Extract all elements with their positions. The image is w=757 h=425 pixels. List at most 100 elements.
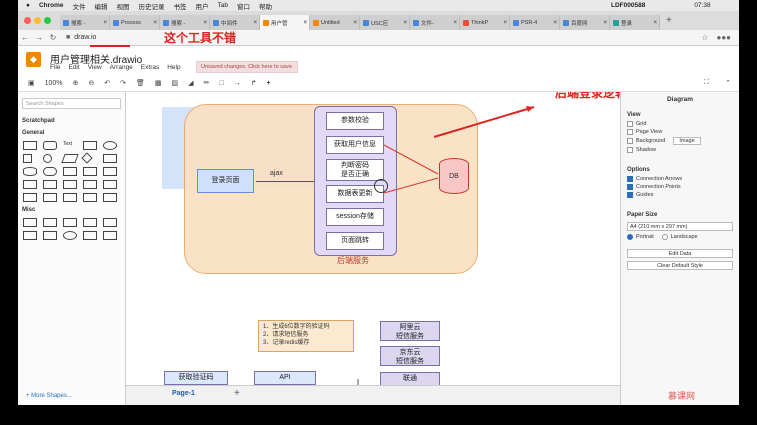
shape-text[interactable]: Text <box>63 141 73 147</box>
bookmark-star-icon[interactable]: ☆ <box>701 33 709 42</box>
fullscreen-icon[interactable]: ⛶ <box>704 79 710 86</box>
new-tab-icon[interactable]: + <box>666 15 672 26</box>
url-field[interactable]: ■ draw.io <box>66 32 266 44</box>
checkbox-checked[interactable] <box>627 184 633 190</box>
tab-close-icon[interactable]: × <box>103 19 107 26</box>
shape-tape[interactable] <box>83 180 97 189</box>
tab-close-icon[interactable]: × <box>253 19 257 26</box>
misc-shape-9[interactable] <box>83 231 97 240</box>
shape-hexagon[interactable] <box>103 154 117 163</box>
ajax-connector[interactable] <box>256 181 314 182</box>
option-grid[interactable]: Grid <box>621 120 739 128</box>
minimize-window-icon[interactable] <box>34 17 41 24</box>
checkbox-checked[interactable] <box>627 176 633 182</box>
shape-step[interactable] <box>23 180 37 189</box>
mac-menu-history[interactable]: 历史记录 <box>138 3 165 11</box>
forward-icon[interactable]: → <box>35 33 43 42</box>
shape-circle[interactable] <box>43 154 52 163</box>
mac-menu-edit[interactable]: 编辑 <box>94 3 108 11</box>
mac-menu-user[interactable]: 用户 <box>195 3 209 11</box>
page-tab[interactable]: Page-1 <box>172 390 195 397</box>
shadow-icon[interactable]: □ <box>219 79 224 87</box>
apple-icon[interactable]: ● <box>26 2 30 9</box>
option-page-view[interactable]: Page View <box>621 128 739 136</box>
zoom-level[interactable]: 100% <box>44 79 63 87</box>
radio-landscape[interactable] <box>661 234 668 240</box>
zoom-out-icon[interactable]: ⊖ <box>88 80 95 87</box>
mac-menu-chrome[interactable]: Chrome <box>38 2 64 9</box>
tab-1[interactable]: Process× <box>110 15 160 30</box>
tab-2[interactable]: 搜索 -× <box>160 15 210 30</box>
sms-aliyun[interactable]: 阿里云 短信服务 <box>380 321 440 341</box>
shape-arrow-right[interactable] <box>83 193 97 202</box>
mac-menu-file[interactable]: 文件 <box>72 3 86 11</box>
misc-shape-6[interactable] <box>23 231 37 240</box>
shape-line[interactable] <box>103 193 117 202</box>
shape-actor[interactable] <box>43 193 57 202</box>
insert-icon[interactable]: + <box>266 79 271 87</box>
shape-ellipse[interactable] <box>103 141 117 150</box>
shape-process[interactable] <box>83 167 97 176</box>
to-back-icon[interactable]: ▨ <box>171 80 179 87</box>
tab-close-icon[interactable]: × <box>553 19 557 26</box>
add-page-icon[interactable]: + <box>234 388 240 399</box>
sms-jdcloud[interactable]: 京东云 短信服务 <box>380 346 440 366</box>
more-shapes-link[interactable]: + More Shapes... <box>26 393 72 399</box>
verification-note[interactable]: 1、生成6位数字的验证码 2、请求短信服务 3、记录redis缓存 <box>258 320 354 352</box>
get-code-box[interactable]: 获取验证码 <box>164 371 228 385</box>
file-title[interactable]: 用户管理相关.drawio <box>50 55 143 66</box>
shape-rectangle[interactable] <box>23 141 37 150</box>
tab-10[interactable]: 百度网× <box>560 15 610 30</box>
option-connection-points[interactable]: Connection Points <box>621 183 739 191</box>
misc-shape-7[interactable] <box>43 231 57 240</box>
mac-menu-help[interactable]: 帮助 <box>258 3 272 11</box>
shape-note[interactable] <box>103 180 117 189</box>
background-image-button[interactable]: Image <box>673 137 701 145</box>
tab-close-icon[interactable]: × <box>403 19 407 26</box>
login-page-box[interactable]: 登录页面 <box>197 169 254 193</box>
step-check-password[interactable]: 判断密码 是否正确 <box>326 159 384 181</box>
shape-document[interactable] <box>63 167 77 176</box>
section-misc[interactable]: Misc <box>22 207 36 213</box>
search-shapes-input[interactable]: Search Shapes <box>22 98 121 109</box>
menu-view[interactable]: View <box>87 64 102 71</box>
shape-square[interactable] <box>23 154 32 163</box>
shape-callout[interactable] <box>63 180 77 189</box>
misc-shape-3[interactable] <box>63 218 77 227</box>
sms-unicom[interactable]: 联通 <box>380 372 440 385</box>
step-update-table[interactable]: 数据表更新 <box>326 185 384 203</box>
collapse-icon[interactable]: ⌃ <box>725 80 731 87</box>
mac-menu-bookmarks[interactable]: 书签 <box>173 3 187 11</box>
shape-rounded-rect[interactable] <box>43 141 57 150</box>
edit-data-button[interactable]: Edit Data <box>627 249 733 258</box>
tab-close-icon[interactable]: × <box>203 19 207 26</box>
section-scratchpad[interactable]: Scratchpad <box>22 118 55 124</box>
tab-3[interactable]: 中间件× <box>210 15 260 30</box>
shape-parallelogram[interactable] <box>61 154 79 163</box>
maximize-window-icon[interactable] <box>44 17 51 24</box>
zoom-in-icon[interactable]: ⊕ <box>72 80 79 87</box>
tab-11[interactable]: 登录× <box>610 15 660 30</box>
redo-icon[interactable]: ↷ <box>120 80 127 87</box>
checkbox-checked[interactable] <box>627 192 633 198</box>
option-guides[interactable]: Guides <box>621 191 739 199</box>
reload-icon[interactable]: ↻ <box>49 33 57 42</box>
shape-cylinder[interactable] <box>23 167 37 176</box>
section-general[interactable]: General <box>22 130 45 136</box>
mac-menu-window[interactable]: 窗口 <box>236 3 250 11</box>
misc-shape-2[interactable] <box>43 218 57 227</box>
misc-shape-5[interactable] <box>103 218 117 227</box>
tab-close-icon[interactable]: × <box>453 19 457 26</box>
to-front-icon[interactable]: ▩ <box>154 80 162 87</box>
tab-8[interactable]: ThinkP× <box>460 15 510 30</box>
delete-icon[interactable]: 🗑 <box>136 80 145 87</box>
menu-help[interactable]: Help <box>167 64 181 71</box>
tab-close-icon[interactable]: × <box>303 19 307 26</box>
shape-cube[interactable] <box>23 193 37 202</box>
tab-6[interactable]: USC应× <box>360 15 410 30</box>
paper-size-select[interactable]: A4 (210 mm x 297 mm) <box>627 222 733 231</box>
checkbox[interactable] <box>627 129 633 135</box>
menu-extras[interactable]: Extras <box>140 64 160 71</box>
db-cylinder[interactable]: DB <box>439 158 469 194</box>
